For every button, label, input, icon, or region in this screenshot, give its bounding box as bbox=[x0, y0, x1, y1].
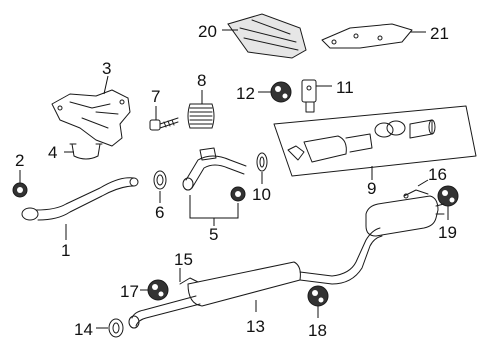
gasket-10-part[interactable] bbox=[256, 152, 268, 172]
callout-6[interactable]: 6 bbox=[155, 203, 164, 222]
bracket-part[interactable] bbox=[69, 143, 103, 160]
callout-5[interactable]: 5 bbox=[209, 225, 218, 244]
heat-shield-flat-part[interactable] bbox=[321, 23, 413, 49]
gasket-6-part[interactable] bbox=[153, 170, 167, 190]
rear-muffler-part[interactable] bbox=[365, 195, 445, 237]
callout-8[interactable]: 8 bbox=[197, 71, 206, 90]
callout-16[interactable]: 16 bbox=[428, 165, 447, 184]
callout-9[interactable]: 9 bbox=[367, 179, 376, 198]
callout-3[interactable]: 3 bbox=[102, 59, 111, 78]
stud-bolt-part[interactable] bbox=[149, 117, 179, 131]
callout-18[interactable]: 18 bbox=[308, 321, 327, 340]
support-bracket-part[interactable] bbox=[301, 79, 317, 113]
catalytic-converter-box[interactable] bbox=[273, 105, 477, 177]
callout-21[interactable]: 21 bbox=[430, 24, 449, 43]
callout-2[interactable]: 2 bbox=[15, 151, 24, 170]
heat-shield-upper-part[interactable] bbox=[227, 13, 307, 59]
callout-12[interactable]: 12 bbox=[236, 84, 255, 103]
spring-part[interactable] bbox=[187, 103, 215, 129]
callout-19[interactable]: 19 bbox=[438, 223, 457, 242]
callout-11[interactable]: 11 bbox=[336, 78, 354, 97]
gasket-14-part[interactable] bbox=[108, 318, 124, 338]
leader-5 bbox=[189, 195, 239, 226]
callout-14[interactable]: 14 bbox=[74, 320, 93, 339]
callout-4[interactable]: 4 bbox=[48, 143, 57, 162]
callout-13[interactable]: 13 bbox=[246, 317, 265, 336]
exhaust-pipe-5-part[interactable] bbox=[182, 147, 247, 202]
center-muffler-part[interactable] bbox=[128, 227, 383, 329]
hanger-19-part[interactable] bbox=[437, 185, 459, 207]
clamp-15-part[interactable] bbox=[179, 277, 199, 285]
callout-17[interactable]: 17 bbox=[120, 282, 139, 301]
callout-10[interactable]: 10 bbox=[252, 185, 271, 204]
callout-20[interactable]: 20 bbox=[198, 22, 217, 41]
leader-3 bbox=[103, 75, 109, 95]
callout-1[interactable]: 1 bbox=[61, 241, 70, 260]
front-pipe-part[interactable] bbox=[21, 177, 139, 221]
clamp-16-part[interactable] bbox=[403, 189, 429, 199]
callout-15[interactable]: 15 bbox=[174, 250, 193, 269]
hanger-12-part[interactable] bbox=[270, 81, 292, 103]
gasket-2-part[interactable] bbox=[12, 182, 28, 198]
hanger-17-part[interactable] bbox=[147, 279, 169, 301]
manifold-insulator-part[interactable] bbox=[51, 89, 131, 147]
leader-16 bbox=[417, 179, 429, 187]
hanger-18-part[interactable] bbox=[307, 285, 329, 307]
callout-7[interactable]: 7 bbox=[151, 87, 160, 106]
